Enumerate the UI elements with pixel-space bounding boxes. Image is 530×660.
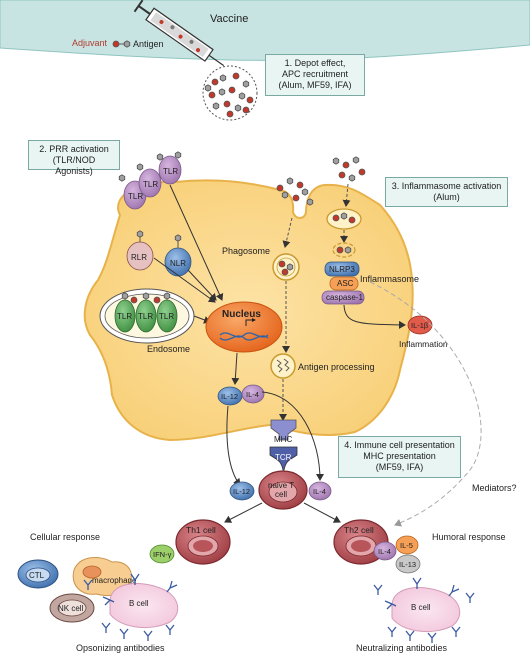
mediators-label: Mediators?: [472, 483, 517, 493]
nlrp3-label: NLRP3: [329, 265, 355, 274]
naive-t-cell: [258, 470, 308, 510]
step-1-line2: APC recruitment: [281, 69, 349, 79]
ctl-label: CTL: [29, 571, 45, 580]
il4-outer: IL-4: [308, 481, 332, 501]
il12-label-inner: IL-12: [221, 392, 238, 401]
inflammasome-label: Inflammasome: [360, 274, 419, 284]
adjuvant-label: Adjuvant: [72, 38, 108, 48]
antigen-processing-vesicle: [270, 353, 296, 379]
endosome-tlr-1: TLR: [117, 312, 132, 321]
il1b-label: IL-1β: [411, 321, 429, 330]
mhc-tcr-complex: MHC TCR: [269, 419, 298, 471]
inflammasome-complex: NLRP3 ASC caspase-1: [321, 261, 365, 305]
il13-label: IL-13: [399, 560, 416, 569]
il4-cytokine: IL-4: [241, 384, 265, 404]
il4-label-inner: IL-4: [246, 390, 259, 399]
b-cell-right: [384, 577, 461, 632]
endosome-tlr-3: TLR: [159, 312, 174, 321]
nk-cell-label: NK cell: [58, 604, 84, 613]
endosome-label: Endosome: [147, 344, 190, 354]
b-cell-left-label: B cell: [129, 599, 149, 608]
tlr-label-1: TLR: [128, 192, 143, 201]
neutralizing-antibodies-icon: [373, 584, 475, 643]
depot-cluster: [202, 65, 258, 121]
vaccine-label: Vaccine: [210, 13, 248, 25]
step-4-box: 4. Immune cell presentation MHC presenta…: [338, 436, 461, 478]
asc-label: ASC: [337, 279, 354, 288]
syringe-icon: [133, 0, 225, 67]
step-2-line1: 2. PRR activation: [39, 144, 109, 154]
step-1-box: 1. Depot effect, APC recruitment (Alum, …: [265, 54, 365, 96]
inflammasome-ruptured: [332, 242, 356, 258]
il5-label: IL-5: [400, 541, 413, 550]
step-3-box: 3. Inflammasome activation (Alum): [385, 177, 508, 207]
endosome-tlr-2: TLR: [138, 312, 153, 321]
antigen-hexagon-icon: [123, 40, 131, 48]
il12-outer: IL-12: [229, 481, 255, 501]
ctl-cell: [17, 559, 59, 589]
tlr-label-3: TLR: [163, 167, 178, 176]
th2-label: Th2 cell: [344, 525, 374, 535]
step-2-box: 2. PRR activation (TLR/NOD Agonists): [28, 140, 120, 176]
step-4-line3: (MF59, IFA): [375, 462, 424, 472]
b-cell-right-label: B cell: [411, 603, 431, 612]
opsonizing-antibodies-icon: [83, 579, 175, 641]
antigen-label: Antigen: [133, 39, 164, 49]
il4-label-outer: IL-4: [313, 487, 326, 496]
nlr-receptor: NLR: [164, 234, 192, 277]
il1b-cytokine: IL-1β: [407, 315, 433, 335]
step-4-line1: 4. Immune cell presentation: [344, 440, 455, 450]
tlr-surface-cluster: TLR TLR TLR: [118, 151, 182, 210]
humoral-response-label: Humoral response: [432, 532, 506, 542]
b-cell-left: [102, 573, 179, 628]
nucleus-label: Nucleus: [222, 309, 261, 320]
tlr-label-2: TLR: [143, 180, 158, 189]
endosome: TLR TLR TLR: [99, 288, 195, 344]
step-3-line1: 3. Inflammasome activation: [391, 181, 502, 191]
rlr-label: RLR: [131, 253, 147, 262]
rlr-receptor: RLR: [126, 230, 154, 271]
inflammation-label: Inflammation: [399, 339, 448, 349]
neutralizing-label: Neutralizing antibodies: [356, 643, 448, 653]
step-1-line1: 1. Depot effect,: [284, 58, 346, 68]
phagosome: [272, 253, 300, 281]
naive-t-label-1: naive T: [268, 481, 294, 490]
cellular-response-label: Cellular response: [30, 532, 100, 542]
il12-label-outer: IL-12: [233, 487, 250, 496]
step-3-line2: (Alum): [433, 192, 460, 202]
tcr-label: TCR: [275, 453, 292, 462]
tissue-layer: [0, 0, 530, 61]
opsonizing-label: Opsonizing antibodies: [76, 643, 165, 653]
nucleus: [205, 301, 283, 353]
step-2-line2: (TLR/NOD Agonists): [52, 155, 96, 176]
mhc-label: MHC: [274, 435, 292, 444]
inflammasome-phagosome: [326, 208, 362, 230]
inflammasome-particles: [332, 156, 366, 182]
phagosome-label: Phagosome: [222, 246, 270, 256]
step-1-line3: (Alum, MF59, IFA): [278, 80, 352, 90]
adjuvant-dot-icon: [112, 40, 120, 48]
th1-cell: [175, 519, 231, 565]
antigen-processing-label: Antigen processing: [298, 362, 375, 372]
ifng-label: IFN-γ: [153, 550, 172, 559]
nk-cell: [49, 593, 95, 623]
il12-cytokine: IL-12: [217, 386, 243, 406]
caspase-label: caspase-1: [326, 293, 363, 302]
il4-th2-label: IL-4: [378, 547, 391, 556]
naive-t-label-2: cell: [275, 490, 287, 499]
th1-label: Th1 cell: [186, 525, 216, 535]
ifng-cytokine: IFN-γ: [149, 544, 175, 564]
macrophage-label: macrophage: [92, 576, 137, 585]
step-4-line2: MHC presentation: [363, 451, 436, 461]
th2-cytokines: IL-4 IL-5 IL-13: [373, 535, 421, 574]
nlr-label: NLR: [170, 259, 186, 268]
